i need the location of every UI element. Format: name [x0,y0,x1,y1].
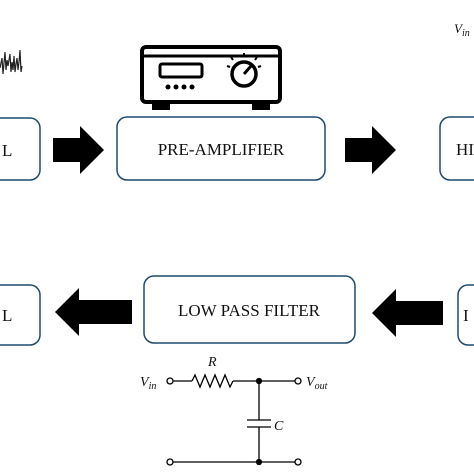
block-left-top: L [0,117,41,181]
block-right-top: HI [439,116,474,181]
low-pass-filter-label: LOW PASS FILTER [178,301,321,320]
block-left-bottom: L [0,284,41,346]
block-right-top-label: HI [456,140,474,159]
arrow-right-1 [53,126,104,174]
block-preamplifier: PRE-AMPLIFIER [116,116,326,181]
block-low-pass-filter: LOW PASS FILTER [143,275,356,344]
rc-vout-label: Vout [306,375,328,392]
capacitor-label: C [274,419,284,434]
arrow-left-1 [55,288,132,336]
block-right-bottom-label: I [463,306,469,325]
block-left-bottom-label: L [2,306,12,325]
signal-waveform-icon [0,49,23,75]
rc-vin-label: Vin [140,375,156,392]
amplifier-device-icon [140,45,282,110]
top-right-vin-label: Vin [454,21,470,39]
arrow-right-2 [345,126,396,174]
rc-circuit [166,373,302,466]
block-right-bottom: I [457,284,474,346]
arrow-left-2 [372,289,443,337]
block-left-top-label: L [2,141,12,160]
resistor-label: R [207,355,217,370]
preamplifier-label: PRE-AMPLIFIER [158,140,285,159]
